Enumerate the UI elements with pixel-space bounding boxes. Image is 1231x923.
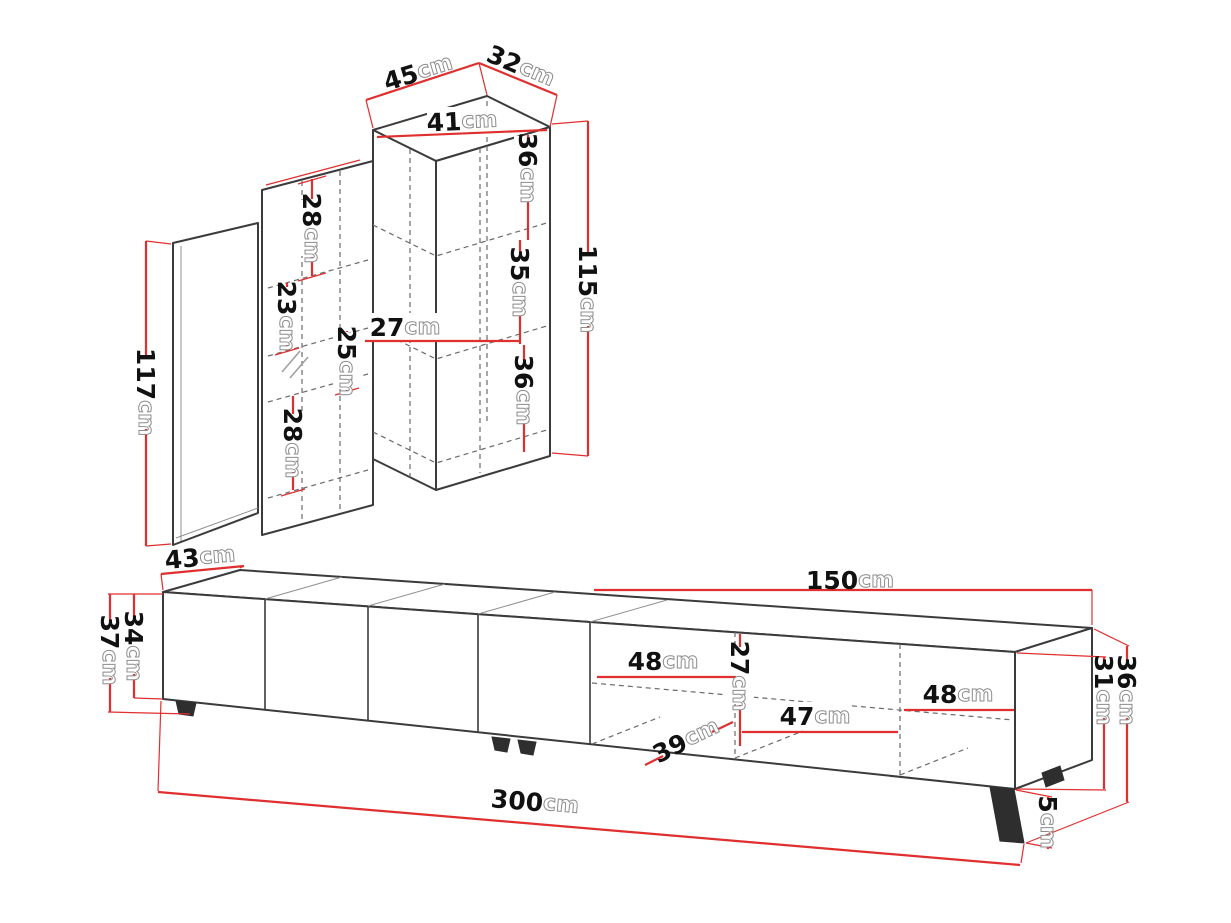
glass-door-marks	[281, 350, 309, 379]
tv-stand-door-seams	[264, 576, 668, 744]
dim-stand-leg-height-5: 5cm	[1034, 795, 1063, 848]
dim-wall-side-panel-117: 117cm	[132, 348, 161, 436]
dim-stand-compartment-48b: 48cm	[923, 680, 994, 709]
dim-wall-gap-bottom-28: 28cm	[279, 408, 308, 479]
tv-stand	[162, 569, 1093, 844]
dim-stand-total-width-300: 300cm	[490, 784, 580, 821]
dim-wall-upper-shelf-36: 36cm	[514, 133, 543, 204]
leg	[175, 700, 197, 717]
wall-unit-side-panel	[172, 222, 259, 546]
dim-stand-compartment-48a: 48cm	[628, 647, 699, 676]
dim-wall-inner-width-27: 27cm	[370, 313, 441, 342]
dim-stand-compartment-47: 47cm	[780, 702, 851, 731]
tv-stand-legs	[175, 700, 1065, 844]
dim-stand-right-height-body-31: 31cm	[1090, 655, 1119, 726]
dim-stand-right-span-150: 150cm	[806, 566, 894, 595]
dim-stand-compartment-height-27: 27cm	[726, 641, 755, 712]
leg	[1041, 765, 1065, 788]
leg	[491, 736, 511, 753]
leg	[989, 786, 1025, 844]
dim-wall-lower-shelf-36: 36cm	[510, 355, 539, 426]
dim-wall-middle-shelf-35: 35cm	[506, 247, 535, 318]
tv-stand-right-face	[1014, 627, 1093, 790]
dim-stand-right-height-total-36: 36cm	[1113, 655, 1142, 726]
dim-wall-gap-top-28: 28cm	[298, 193, 327, 264]
dim-wall-glass-23: 23cm	[273, 281, 302, 352]
leg	[517, 739, 537, 756]
dim-stand-left-height-body-34: 34cm	[120, 611, 149, 682]
dim-stand-depth-43: 43cm	[163, 539, 236, 574]
dim-wall-gap-middle-25: 25cm	[333, 326, 362, 397]
label-halos	[273, 107, 850, 730]
dim-wall-front-width: 41cm	[426, 105, 498, 137]
dim-wall-cabinet-height-115: 115cm	[574, 245, 603, 333]
dim-stand-left-height-total-37: 37cm	[96, 615, 125, 686]
dimension-lines	[107, 61, 1130, 867]
